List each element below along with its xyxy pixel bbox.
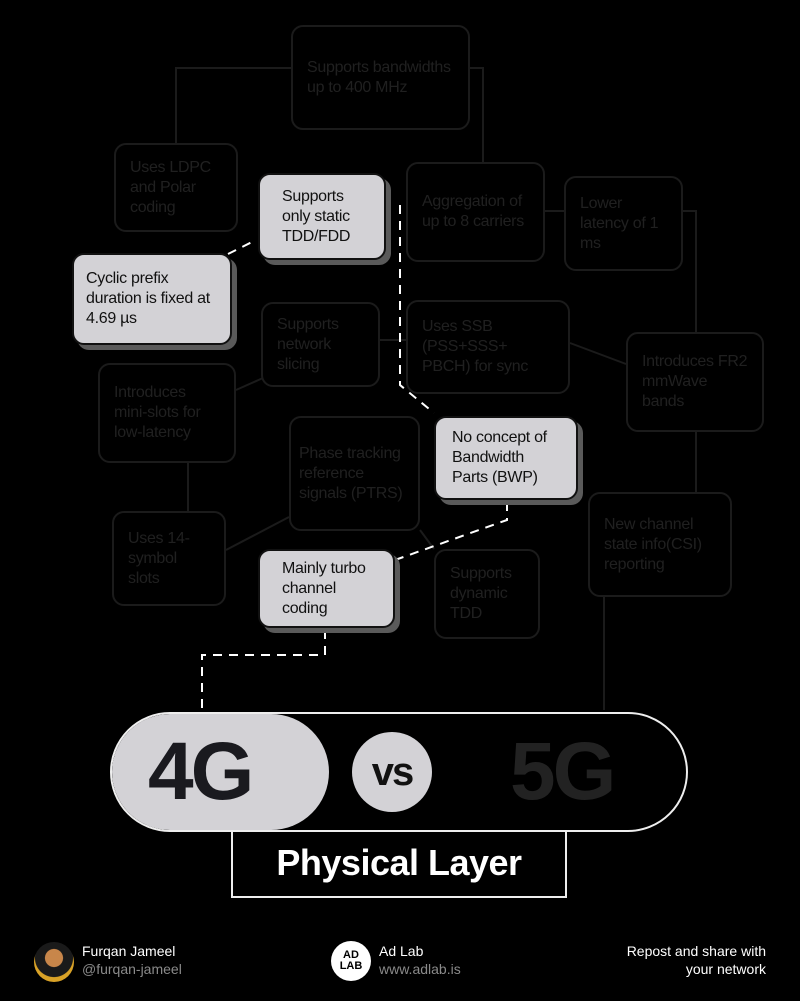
label-4g: 4G xyxy=(148,726,254,817)
feature-box-5g: Uses 14-symbol slots xyxy=(112,511,226,606)
brand-name: Ad Lab xyxy=(379,943,424,959)
feature-box-4g: Supports only static TDD/FDD xyxy=(258,173,386,260)
box-text: Mainly turbo channel coding xyxy=(282,559,366,617)
box-text: New channel state info(CSI) reporting xyxy=(604,515,702,573)
author-name: Furqan Jameel xyxy=(82,943,176,959)
feature-box-5g: Phase tracking reference signals (PTRS) xyxy=(289,416,420,531)
author-handle[interactable]: @furqan-jameel xyxy=(82,961,182,977)
box-text: Lower latency of 1 ms xyxy=(580,194,659,252)
box-text: Cyclic prefix duration is fixed at 4.69 … xyxy=(86,270,210,327)
feature-box-4g: Mainly turbo channel coding xyxy=(258,549,395,628)
box-text: Uses SSB (PSS+SSS+ PBCH) for sync xyxy=(422,318,529,375)
feature-box-5g: Lower latency of 1 ms xyxy=(564,176,683,271)
box-text: Introduces FR2 mmWave bands xyxy=(642,353,748,410)
logo-text: AD LAB xyxy=(339,949,363,972)
feature-box-4g: No concept of Bandwidth Parts (BWP) xyxy=(434,416,578,500)
box-text: Uses LDPC and Polar coding xyxy=(130,158,211,216)
feature-box-5g: Introduces FR2 mmWave bands xyxy=(626,332,764,432)
box-text: Uses 14-symbol slots xyxy=(128,529,190,587)
box-text: Supports dynamic TDD xyxy=(450,565,512,622)
brand-url[interactable]: www.adlab.is xyxy=(379,961,461,977)
brand-info: Ad Lab www.adlab.is xyxy=(379,942,461,978)
vs-badge: vs xyxy=(352,732,432,812)
box-text: Introduces mini-slots for low-latency xyxy=(114,384,201,441)
feature-box-5g: Supports network slicing xyxy=(261,302,380,387)
box-text: Supports network slicing xyxy=(277,315,339,373)
box-text: Phase tracking reference signals (PTRS) xyxy=(299,444,403,502)
feature-box-5g: Supports dynamic TDD xyxy=(434,549,540,639)
adlab-logo: AD LAB xyxy=(331,941,371,981)
feature-box-4g: Cyclic prefix duration is fixed at 4.69 … xyxy=(72,253,232,345)
box-text: Supports bandwidths up to 400 MHz xyxy=(307,58,451,96)
feature-box-5g: Supports bandwidths up to 400 MHz xyxy=(291,25,470,130)
feature-box-5g: Introduces mini-slots for low-latency xyxy=(98,363,236,463)
share-cta: Repost and share with your network xyxy=(626,943,766,977)
feature-box-5g: Uses SSB (PSS+SSS+ PBCH) for sync xyxy=(406,300,570,394)
box-text: No concept of Bandwidth Parts (BWP) xyxy=(452,429,547,486)
page-title: Physical Layer xyxy=(231,830,567,898)
box-text: Aggregation of up to 8 carriers xyxy=(422,193,524,230)
label-5g: 5G xyxy=(510,726,616,817)
4g-highlight xyxy=(112,714,329,830)
box-text: Supports only static TDD/FDD xyxy=(282,187,351,245)
feature-box-5g: Aggregation of up to 8 carriers xyxy=(406,162,545,262)
feature-box-5g: New channel state info(CSI) reporting xyxy=(588,492,732,597)
feature-box-5g: Uses LDPC and Polar coding xyxy=(114,143,238,232)
avatar xyxy=(34,942,74,982)
comparison-pill: 4G vs 5G xyxy=(110,712,688,832)
author-info: Furqan Jameel @furqan-jameel xyxy=(82,942,182,978)
